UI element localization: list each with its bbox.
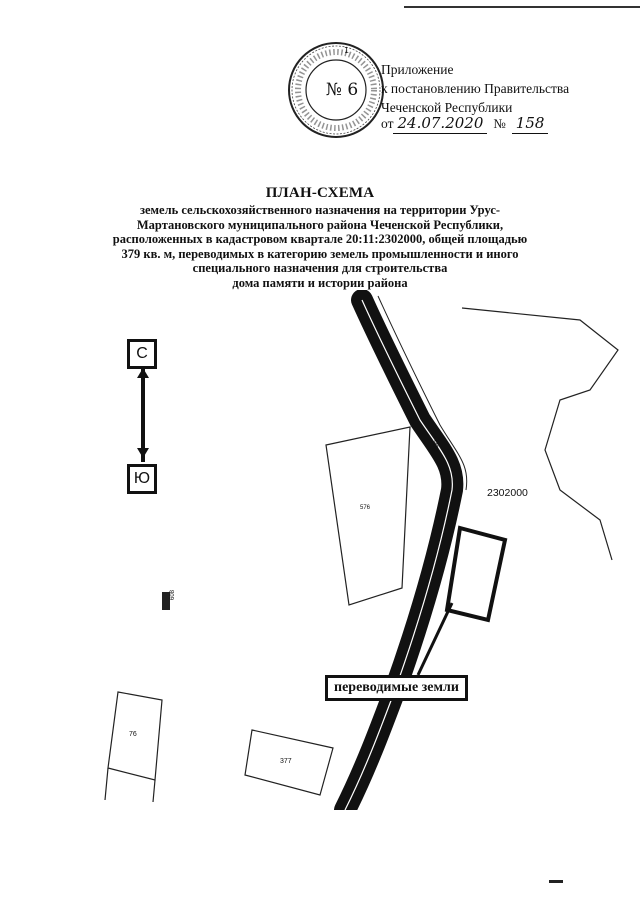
compass-north-label: С [127, 339, 157, 369]
parcel-377-shape [244, 729, 334, 796]
document-subtitle: земель сельскохозяйственного назначения … [110, 203, 530, 291]
road-right-edge [377, 295, 468, 491]
page-mark [549, 880, 563, 883]
parcel-377-label: 377 [280, 758, 292, 765]
subtitle-line: расположенных в кадастровом квартале 20:… [112, 232, 528, 247]
appendix-date-line: от 24.07.2020 № 158 [381, 114, 549, 134]
subtitle-line: специального назначения для строительств… [192, 261, 448, 276]
transferred-lands-callout: переводимые земли [325, 675, 468, 701]
callout-leader [416, 602, 454, 676]
parcel-576-label: 576 [360, 505, 371, 511]
parcel-608-shape [162, 592, 170, 610]
cadastral-map [104, 290, 619, 810]
stamp-annex-number: № 6 [325, 80, 359, 100]
document-title: ПЛАН-СХЕМА [265, 185, 375, 201]
road-inner-line [344, 299, 453, 810]
number-value: 158 [511, 114, 549, 134]
number-prefix: № [493, 116, 506, 131]
compass-south-label: Ю [127, 464, 157, 494]
date-prefix: от [381, 116, 394, 131]
subtitle-line: Мартановского муниципального района Чече… [136, 217, 504, 232]
parcel-76-lower [104, 767, 109, 801]
appendix-line-1: Приложение [381, 62, 454, 77]
stamp-seal: 1 [288, 42, 384, 138]
parcel-576-shape [325, 426, 411, 606]
compass-arrow-head-bottom [137, 448, 149, 458]
parcel-76-label: 76 [129, 731, 137, 738]
cadastral-quarter-label: 2302000 [487, 487, 528, 499]
quarter-boundary [461, 307, 619, 561]
appendix-line-3: Чеченской Республики [381, 100, 513, 115]
appendix-line-2: к постановлению Правительства [381, 81, 570, 96]
subtitle-line: 379 кв. м, переводимых в категорию земел… [121, 246, 519, 261]
subtitle-line: дома памяти и истории района [232, 275, 408, 290]
compass-arrow-head-top [137, 368, 149, 378]
date-value: 24.07.2020 [393, 114, 488, 134]
subtitle-line: земель сельскохозяйственного назначения … [139, 203, 501, 217]
parcel-76-lower-right [152, 779, 156, 803]
target-parcel-shape [444, 525, 508, 623]
top-rule [404, 6, 640, 8]
parcel-608-label: 608 [170, 589, 176, 600]
stamp-center-mark: 1 [344, 46, 349, 55]
